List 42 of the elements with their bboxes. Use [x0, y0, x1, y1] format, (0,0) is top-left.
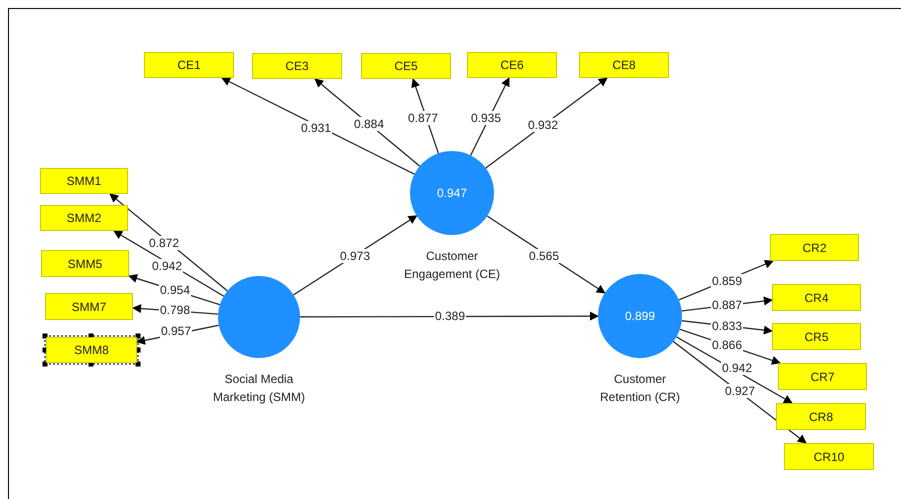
indicator-box: SMM2 — [40, 205, 128, 231]
indicator-box: CR7 — [778, 363, 867, 390]
edge-label: 0.942 — [150, 259, 184, 273]
edge-label: 0.389 — [434, 309, 466, 323]
indicator-box: CE8 — [579, 52, 669, 78]
edge-label: 0.927 — [724, 384, 756, 398]
indicator-box: SMM7 — [45, 293, 133, 320]
arrow — [300, 312, 599, 321]
construct-label: Customer Retention (CR) — [598, 371, 682, 406]
indicator-box: CE6 — [467, 52, 557, 78]
edge-label: 0.942 — [720, 361, 754, 375]
edge-label: 0.872 — [148, 236, 180, 250]
edge-label: 0.877 — [406, 111, 440, 125]
arrow — [221, 77, 415, 175]
edge-label: 0.833 — [710, 319, 744, 333]
r-squared-value: 0.947 — [436, 185, 468, 202]
edge-label: 0.884 — [352, 117, 386, 131]
edge-label: 0.859 — [710, 274, 744, 288]
edge-label: 0.935 — [470, 111, 502, 125]
indicator-box: CE1 — [144, 52, 234, 78]
edge-label: 0.887 — [710, 298, 744, 312]
edge-label: 0.973 — [338, 249, 372, 263]
indicator-box: SMM5 — [41, 250, 129, 277]
indicator-box: CR8 — [776, 403, 866, 430]
r-squared-value: 0.899 — [624, 308, 656, 325]
construct-label: Customer Engagement (CE) — [402, 248, 502, 283]
edge-label: 0.957 — [160, 324, 192, 338]
indicator-box: CE3 — [252, 53, 342, 79]
construct-label: Social Media Marketing (SMM) — [212, 371, 306, 406]
edge-label: 0.565 — [528, 249, 560, 263]
indicator-box: CE5 — [361, 53, 451, 79]
edge-label: 0.931 — [300, 121, 332, 135]
edge-label: 0.866 — [710, 338, 744, 352]
indicator-box: CR10 — [784, 443, 874, 470]
edge-label: 0.954 — [158, 283, 192, 297]
indicator-box: CR5 — [772, 323, 861, 350]
indicator-box: CR2 — [770, 234, 859, 261]
indicator-box: CR4 — [772, 284, 861, 311]
indicator-box: SMM1 — [40, 168, 128, 194]
edge-label: 0.798 — [158, 303, 192, 317]
edge-label: 0.932 — [526, 118, 560, 132]
indicator-box: SMM8 — [46, 337, 137, 363]
